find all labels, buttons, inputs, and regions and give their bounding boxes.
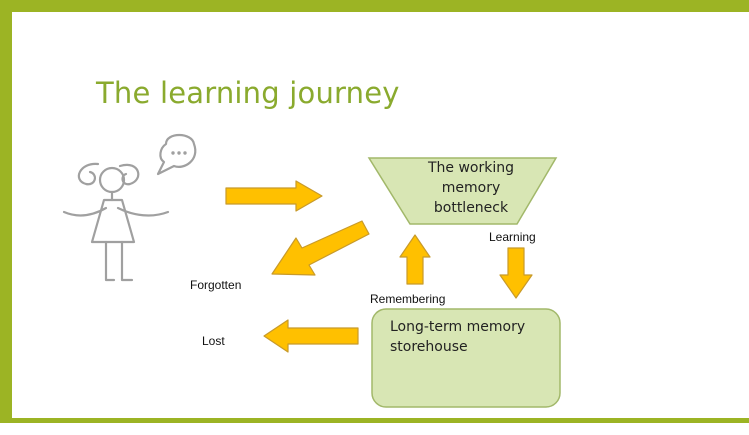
working-memory-label-line-3: bottleneck (433, 200, 509, 216)
head (98, 166, 126, 194)
long-term-memory-label-line-1: Long-term memory (390, 319, 526, 335)
long-term-memory-label-line-2: storehouse (390, 339, 468, 355)
working-memory-label: The working memory bottleneck (410, 158, 532, 218)
leg-right (120, 240, 134, 282)
ellipsis-icon (171, 151, 187, 155)
speech-bubble-icon (156, 133, 197, 176)
arm-left (62, 206, 108, 217)
remembering-label: Remembering (370, 292, 446, 306)
working-memory-label-line-1: The working (427, 160, 515, 176)
arm-right (116, 206, 170, 217)
working-memory-label-line-2: memory (441, 180, 501, 196)
body-dress (90, 198, 136, 244)
slide-title: The learning journey (96, 76, 400, 110)
learning-label: Learning (489, 230, 536, 244)
working-memory-funnel (367, 157, 558, 225)
long-term-memory-box (371, 308, 561, 408)
arrow-to-working-memory (225, 180, 323, 212)
person-icon (62, 162, 170, 282)
slide: The learning journey (0, 0, 749, 423)
arrow-remembering-up (399, 234, 431, 285)
leg-left (104, 240, 116, 282)
arrow-to-forgotten (271, 220, 370, 276)
learning-journey-diagram (62, 133, 561, 408)
hair-swirl-left (77, 162, 100, 186)
lost-label: Lost (202, 334, 225, 348)
long-term-memory-label: Long-term memory storehouse (390, 317, 560, 357)
forgotten-label: Forgotten (190, 278, 242, 292)
arrow-learning-down (499, 247, 533, 299)
arrow-to-lost (263, 319, 359, 353)
